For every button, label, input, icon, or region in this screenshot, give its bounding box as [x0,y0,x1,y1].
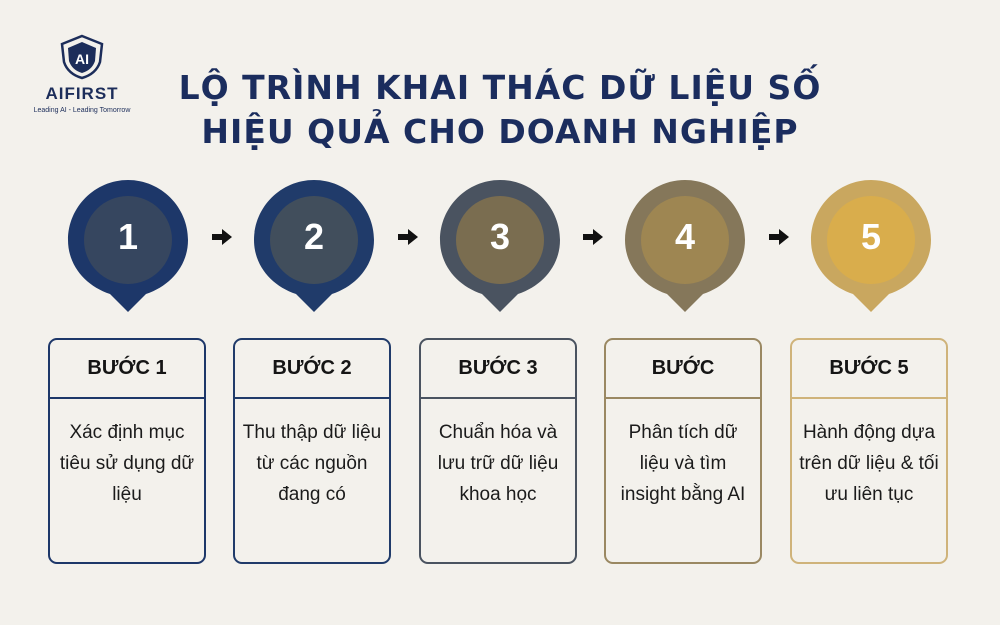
step-3-marker: 3 [438,178,562,314]
arrow-right-icon [769,229,789,245]
step-5-heading: BƯỚC 5 [792,340,946,399]
step-2-number: 2 [303,216,325,257]
arrow-right-icon [583,229,603,245]
step-1-card: BƯỚC 1 Xác định mục tiêu sử dụng dữ liệu [48,338,206,564]
shield-icon: AI [60,34,104,80]
logo-name: AIFIRST [45,84,119,103]
step-2-marker: 2 [252,178,376,314]
brand-logo: AI AIFIRST Leading AI - Leading Tomorrow [22,34,142,114]
logo-mark: AI [75,51,89,67]
step-4-number: 4 [674,216,696,257]
step-3-heading: BƯỚC 3 [421,340,575,399]
step-4-marker: 4 [623,178,747,314]
step-4-card: BƯỚC Phân tích dữ liệu và tìm insight bằ… [604,338,762,564]
step-4-heading: BƯỚC [606,340,760,399]
step-1-description: Xác định mục tiêu sử dụng dữ liệu [59,422,195,505]
logo-tagline: Leading AI - Leading Tomorrow [33,107,131,114]
title-line-1: LỘ TRÌNH KHAI THÁC DỮ LIỆU SỐ [178,68,822,107]
step-3-card: BƯỚC 3 Chuẩn hóa và lưu trữ dữ liệu khoa… [419,338,577,564]
step-1-marker: 1 [66,178,190,314]
step-2-card: BƯỚC 2 Thu thập dữ liệu từ các nguồn đan… [233,338,391,564]
step-1-heading: BƯỚC 1 [50,340,204,399]
step-5-number: 5 [860,216,882,257]
page-title: LỘ TRÌNH KHAI THÁC DỮ LIỆU SỐ HIỆU QUẢ C… [0,66,1000,154]
step-5-marker: 5 [809,178,933,314]
title-line-2: HIỆU QUẢ CHO DOANH NGHIỆP [201,112,799,151]
arrow-right-icon [212,229,232,245]
step-3-description: Chuẩn hóa và lưu trữ dữ liệu khoa học [437,422,559,505]
step-5-card: BƯỚC 5 Hành động dựa trên dữ liệu & tối … [790,338,948,564]
step-4-description: Phân tích dữ liệu và tìm insight bằng AI [620,422,746,505]
step-5-description: Hành động dựa trên dữ liệu & tối ưu liên… [799,422,939,505]
step-3-number: 3 [489,216,511,257]
step-2-heading: BƯỚC 2 [235,340,389,399]
step-1-number: 1 [117,216,139,257]
step-2-description: Thu thập dữ liệu từ các nguồn đang có [242,422,382,505]
arrow-right-icon [398,229,418,245]
